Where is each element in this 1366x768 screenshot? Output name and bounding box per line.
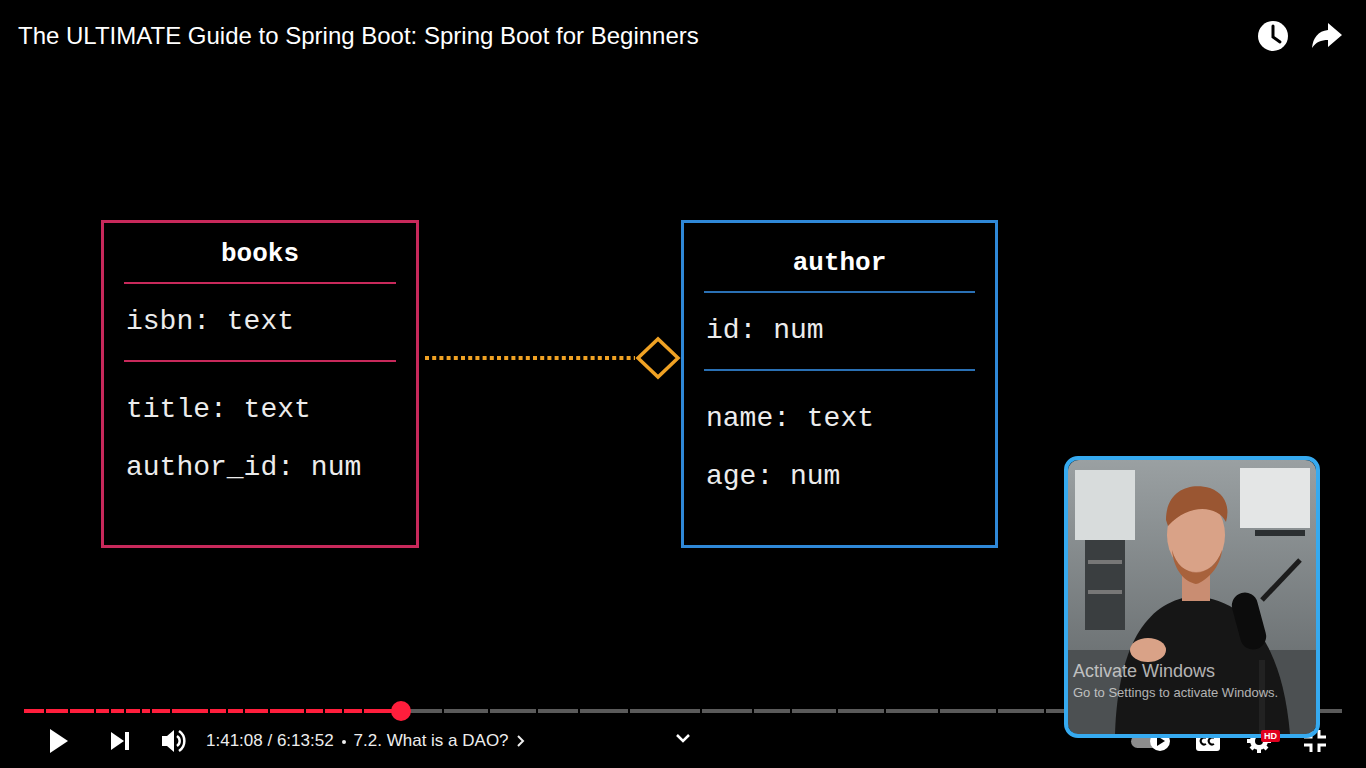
- chapter-title: 7.2. What is a DAO?: [354, 729, 509, 753]
- watch-later-icon: [1258, 21, 1288, 51]
- aggregation-diamond: [638, 339, 678, 377]
- field-text: author_id: num: [126, 450, 361, 486]
- player-controls: 1:41:08 / 6:13:52 7.2. What is a DAO?: [206, 729, 526, 753]
- hd-badge: HD: [1261, 730, 1280, 742]
- entity-name: author: [684, 247, 995, 279]
- divider-line: [124, 360, 396, 362]
- activation-watermark: Activate Windows: [1073, 660, 1215, 682]
- play-icon: [50, 729, 68, 753]
- volume-icon: [162, 730, 184, 752]
- next-icon: [111, 732, 129, 750]
- separator-dot: [341, 729, 347, 753]
- video-title: The ULTIMATE Guide to Spring Boot: Sprin…: [18, 20, 699, 52]
- webcam-picture: [1068, 460, 1316, 734]
- field-text: isbn: text: [126, 304, 294, 340]
- time-display: 1:41:08 / 6:13:52: [206, 729, 334, 753]
- association-connector: [425, 339, 678, 377]
- entity-box: books isbn: text title: text author_id: num: [101, 220, 419, 548]
- divider-line: [704, 369, 975, 371]
- field-text: id: num: [706, 313, 824, 349]
- chapter-chevron: [516, 729, 526, 753]
- field-text: age: num: [706, 459, 840, 495]
- webcam-frame: [1066, 458, 1318, 736]
- divider-line: [124, 282, 396, 284]
- chevron-down: [677, 735, 689, 741]
- entity-box: author id: num name: text age: num: [681, 220, 998, 548]
- share-icon: [1312, 23, 1342, 48]
- dotted-connector-line: [425, 356, 635, 360]
- activation-watermark: Go to Settings to activate Windows.: [1073, 685, 1278, 701]
- divider-line: [704, 291, 975, 293]
- entity-name: books: [104, 238, 416, 270]
- field-text: title: text: [126, 392, 311, 428]
- field-text: name: text: [706, 401, 874, 437]
